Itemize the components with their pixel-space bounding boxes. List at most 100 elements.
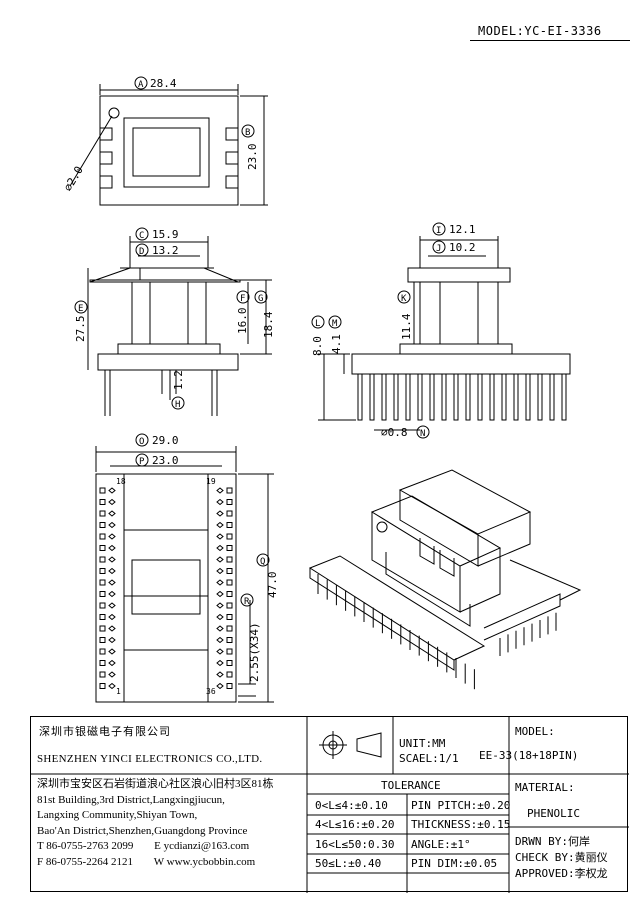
side-pin: [525, 373, 531, 421]
pin-marker: [108, 556, 116, 563]
label-M-circle: [328, 315, 342, 329]
pin-pad: [226, 660, 233, 666]
tolerance-row-1: 0<L≤4:±0.10: [315, 799, 388, 812]
pin-marker: [216, 682, 224, 690]
pin-marker: [108, 648, 116, 655]
scale-label: SCAEL:1/1: [399, 752, 459, 765]
dim-F-value: 16.0: [236, 308, 249, 335]
pin-marker: [216, 521, 224, 529]
top-view-mounting-hole: [108, 107, 120, 119]
pin-marker: [216, 613, 224, 621]
pin-pad: [226, 522, 233, 528]
side-pin: [393, 373, 399, 421]
dim-D-value: 13.2: [152, 244, 179, 257]
website: W www.ycbobbin.com: [153, 855, 256, 868]
pin-pad: [99, 487, 106, 494]
pin-marker: [216, 556, 224, 563]
phone-number: T 86-0755-2763 2099: [37, 840, 134, 852]
pin-pad: [99, 499, 106, 505]
side-pin: [477, 373, 483, 421]
side-pin: [441, 373, 447, 421]
pin-marker: [216, 487, 224, 494]
pin-pad: [226, 591, 233, 597]
pin-marker: [108, 671, 116, 678]
address-cn: 深圳市宝安区石岩街道浪心社区浪心旧村3区81栋: [37, 778, 274, 790]
letter-N: N: [420, 429, 425, 439]
pin-marker: [108, 533, 116, 540]
pin-pad: [226, 614, 233, 620]
letter-R: R: [244, 597, 250, 607]
pin-marker: [108, 590, 116, 598]
side-pin: [369, 373, 375, 421]
label-A-circle: [134, 76, 148, 90]
label-E-circle: [74, 300, 88, 314]
side-view-base: [351, 353, 571, 375]
pin-marker: [108, 498, 116, 506]
material-label: MATERIAL:: [515, 781, 575, 794]
pin-marker: [216, 636, 224, 644]
top-view-core-window: [132, 127, 201, 177]
front-view-top-flange: [89, 267, 239, 283]
pin-pad: [99, 545, 106, 551]
pin-marker: [216, 567, 224, 575]
pin-pad: [99, 510, 106, 517]
side-view: [318, 236, 571, 431]
pin-marker: [216, 648, 224, 655]
letter-K: K: [401, 294, 407, 304]
dim-A-value: 28.4: [150, 77, 177, 90]
side-pin: [453, 373, 459, 421]
pin-marker: [108, 659, 116, 667]
tolerance-row-4: 50≤L:±0.40: [315, 857, 382, 870]
pin-marker: [216, 579, 224, 586]
company-name-en: SHENZHEN YINCI ELECTRONICS CO.,LTD.: [37, 753, 263, 765]
letter-H: H: [175, 400, 180, 410]
company-name-cn: 深圳市银磁电子有限公司: [39, 725, 171, 738]
pin-tolerance-row-3: ANGLE:±1°: [411, 838, 471, 851]
label-J-circle: [432, 240, 446, 254]
bottom-view-pin-pads: [99, 487, 233, 690]
side-pin: [357, 373, 363, 421]
pin-marker: [216, 625, 224, 632]
pin-pad: [99, 671, 106, 678]
side-view-pins: [357, 373, 567, 421]
pin-pad: [99, 625, 106, 632]
dim-H-value: 1.2: [172, 370, 185, 390]
iso-left-pin-rail: [308, 555, 486, 661]
pin-marker: [216, 602, 224, 609]
pin-label-19: 19: [206, 477, 216, 486]
side-pin: [489, 373, 495, 421]
label-B-circle: [241, 124, 255, 138]
front-view: [87, 236, 272, 416]
pin-marker: [216, 590, 224, 598]
side-pin: [501, 373, 507, 421]
tolerance-row-3: 16<L≤50:0.30: [315, 838, 395, 851]
pin-marker: [108, 510, 116, 517]
top-view-flange: [123, 117, 210, 188]
pin-pad: [226, 579, 233, 586]
pin-pad: [226, 637, 233, 643]
pin-marker: [108, 579, 116, 586]
title-block: 深圳市银磁电子有限公司 SHENZHEN YINCI ELECTRONICS C…: [30, 716, 629, 893]
pin-pad: [99, 568, 106, 574]
letter-I: I: [436, 226, 441, 236]
dim-J-value: 10.2: [449, 241, 476, 254]
letter-C: C: [139, 231, 144, 241]
pin-marker: [216, 510, 224, 517]
letter-Q: Q: [260, 557, 265, 567]
side-pin: [513, 373, 519, 421]
top-view-outline: [99, 95, 239, 206]
letter-P: P: [139, 457, 145, 467]
side-pin: [549, 373, 555, 421]
pin-pad: [99, 637, 106, 643]
label-R-circle: [240, 593, 254, 607]
dim-K-value: 11.4: [400, 313, 413, 340]
side-pin: [405, 373, 411, 421]
pin-marker: [108, 544, 116, 552]
pin-pad: [226, 499, 233, 505]
pin-pad: [226, 510, 233, 517]
label-D-circle: [135, 243, 149, 257]
side-pin: [561, 373, 567, 421]
dim-G-value: 18.4: [262, 311, 275, 338]
side-pin: [417, 373, 423, 421]
pin-marker: [216, 544, 224, 552]
